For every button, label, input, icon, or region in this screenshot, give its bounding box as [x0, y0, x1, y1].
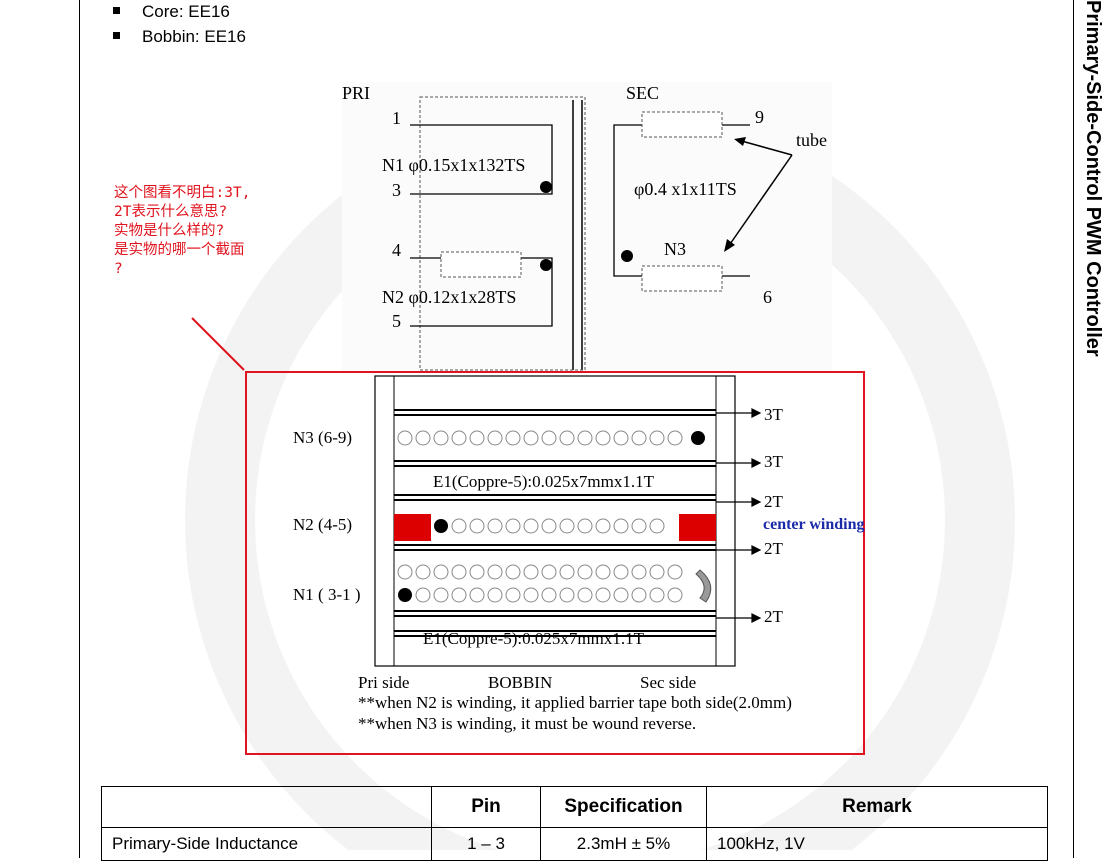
annotation-line: 实物是什么样的?: [114, 223, 225, 239]
tape-label: 3T: [764, 452, 783, 471]
table-row: Primary-Side Inductance 1 – 3 2.3mH ± 5%…: [101, 827, 1048, 861]
bobbin-label: BOBBIN: [488, 673, 553, 692]
e1-bottom-label: E1(Coppre-5):0.025x7mmx1.1T: [423, 629, 644, 648]
tape-label: 2T: [764, 539, 783, 558]
annotation-line: ?: [114, 261, 123, 277]
n2-spec: N2 φ0.12x1x28TS: [382, 287, 517, 307]
bullet-bobbin-text: Bobbin: EE16: [142, 27, 246, 46]
table-cell: 1 – 3: [431, 827, 541, 861]
annotation-line: 2T表示什么意思?: [114, 204, 228, 220]
table-header: Remark: [706, 786, 1048, 828]
n3-winding-label: N3 (6-9): [293, 428, 353, 447]
table-header: Specification: [540, 786, 707, 828]
n2-winding-label: N2 (4-5): [293, 515, 353, 534]
pin-9: 9: [755, 107, 764, 127]
annotation-line: 这个图看不明白:3T,: [114, 185, 251, 201]
bullet-core-text: Core: EE16: [142, 2, 230, 21]
sec-side-label: Sec side: [640, 673, 697, 692]
note-1: **when N2 is winding, it applied barrier…: [358, 693, 792, 712]
spec-table: Pin Specification Remark Primary-Side In…: [101, 786, 1048, 861]
bullet-square-icon: [113, 32, 120, 39]
pin-3: 3: [392, 180, 401, 200]
pri-side-label: Pri side: [358, 673, 410, 692]
note-2: **when N3 is winding, it must be wound r…: [358, 714, 697, 733]
pin-1: 1: [392, 108, 401, 128]
table-cell: Primary-Side Inductance: [101, 827, 432, 861]
center-winding-label: center winding: [763, 516, 865, 533]
bullet-square-icon: [113, 7, 120, 14]
table-header: Pin: [431, 786, 541, 828]
tape-label: 3T: [764, 405, 783, 424]
sec-spec: φ0.4 x1x11TS: [634, 179, 737, 199]
table-header: [101, 786, 432, 828]
sec-label: SEC: [626, 83, 660, 103]
pin-5: 5: [392, 311, 401, 331]
pin-6: 6: [763, 287, 772, 307]
n3-label: N3: [664, 239, 686, 259]
tape-label: 2T: [764, 492, 783, 511]
table-cell: 2.3mH ± 5%: [540, 827, 707, 861]
table-cell: 100kHz, 1V: [706, 827, 1048, 861]
annotation-line: 是实物的哪一个截面: [114, 242, 245, 258]
e1-top-label: E1(Coppre-5):0.025x7mmx1.1T: [433, 472, 654, 491]
table-header-row: Pin Specification Remark: [101, 786, 1048, 828]
tube-label: tube: [796, 130, 827, 150]
annotation-note: 这个图看不明白:3T, 2T表示什么意思? 实物是什么样的? 是实物的哪一个截面…: [114, 184, 250, 279]
tape-label: 2T: [764, 607, 783, 626]
page-left-border: [79, 0, 80, 858]
n1-winding-label: N1 ( 3-1 ): [293, 585, 361, 604]
pin-4: 4: [392, 240, 401, 260]
page-right-border: [1073, 0, 1074, 858]
bullet-core: Core: EE16: [113, 2, 230, 22]
n1-spec: N1 φ0.15x1x132TS: [382, 155, 526, 175]
bullet-bobbin: Bobbin: EE16: [113, 27, 246, 47]
schematic-background: [342, 82, 832, 372]
pri-label: PRI: [342, 83, 371, 103]
